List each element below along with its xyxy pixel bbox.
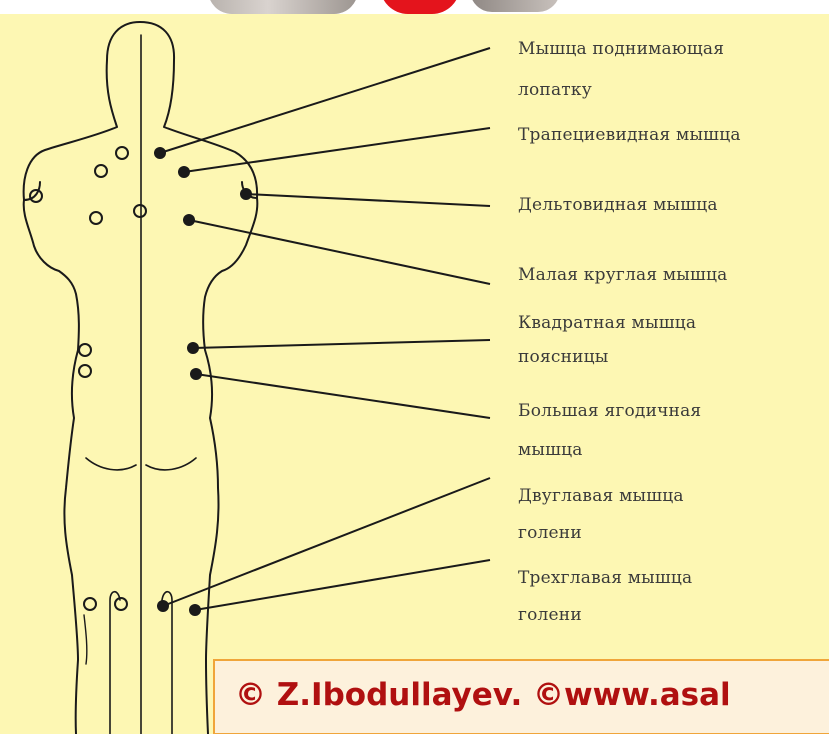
pointer-line	[193, 340, 490, 348]
label-biceps-femoris-line1: Двуглавая мышца	[518, 483, 684, 510]
filled-point	[154, 147, 166, 159]
pointer-line	[160, 48, 490, 153]
label-levator-scapulae-line2: лопатку	[518, 77, 592, 104]
open-point	[134, 205, 146, 217]
pointer-line	[195, 560, 490, 610]
open-point	[90, 212, 102, 224]
open-point	[95, 165, 107, 177]
open-point	[115, 598, 127, 610]
knee-detail	[84, 615, 87, 664]
label-deltoid: Дельтовидная мышца	[518, 192, 718, 219]
filled-point	[189, 604, 201, 616]
copyright-banner: © Z.Ibodullayev. ©www.asal	[213, 659, 829, 734]
open-point	[79, 365, 91, 377]
label-triceps-surae-line2: голени	[518, 602, 582, 629]
filled-point	[187, 342, 199, 354]
pointer-line	[189, 220, 490, 284]
label-teres-minor: Малая круглая мышца	[518, 262, 728, 289]
filled-point	[183, 214, 195, 226]
leg-inner-right	[162, 592, 172, 734]
copyright-text: © Z.Ibodullayev. ©www.asal	[235, 677, 731, 713]
label-trapezius: Трапециевидная мышца	[518, 122, 741, 149]
filled-point	[190, 368, 202, 380]
label-levator-scapulae-line1: Мышца поднимающая	[518, 36, 724, 63]
label-gluteus-maximus-line1: Большая ягодичная	[518, 398, 701, 425]
open-point	[116, 147, 128, 159]
filled-point	[157, 600, 169, 612]
label-biceps-femoris-line2: голени	[518, 520, 582, 547]
pointer-line	[196, 374, 490, 418]
open-point	[84, 598, 96, 610]
label-triceps-surae-line1: Трехглавая мышца	[518, 565, 692, 592]
open-point	[79, 344, 91, 356]
leg-inner-left	[110, 592, 120, 734]
filled-point	[240, 188, 252, 200]
pointer-line	[246, 194, 490, 206]
filled-point	[178, 166, 190, 178]
label-quadratus-lumborum-line2: поясницы	[518, 344, 609, 371]
label-quadratus-lumborum-line1: Квадратная мышца	[518, 310, 696, 337]
label-gluteus-maximus-line2: мышца	[518, 437, 583, 464]
